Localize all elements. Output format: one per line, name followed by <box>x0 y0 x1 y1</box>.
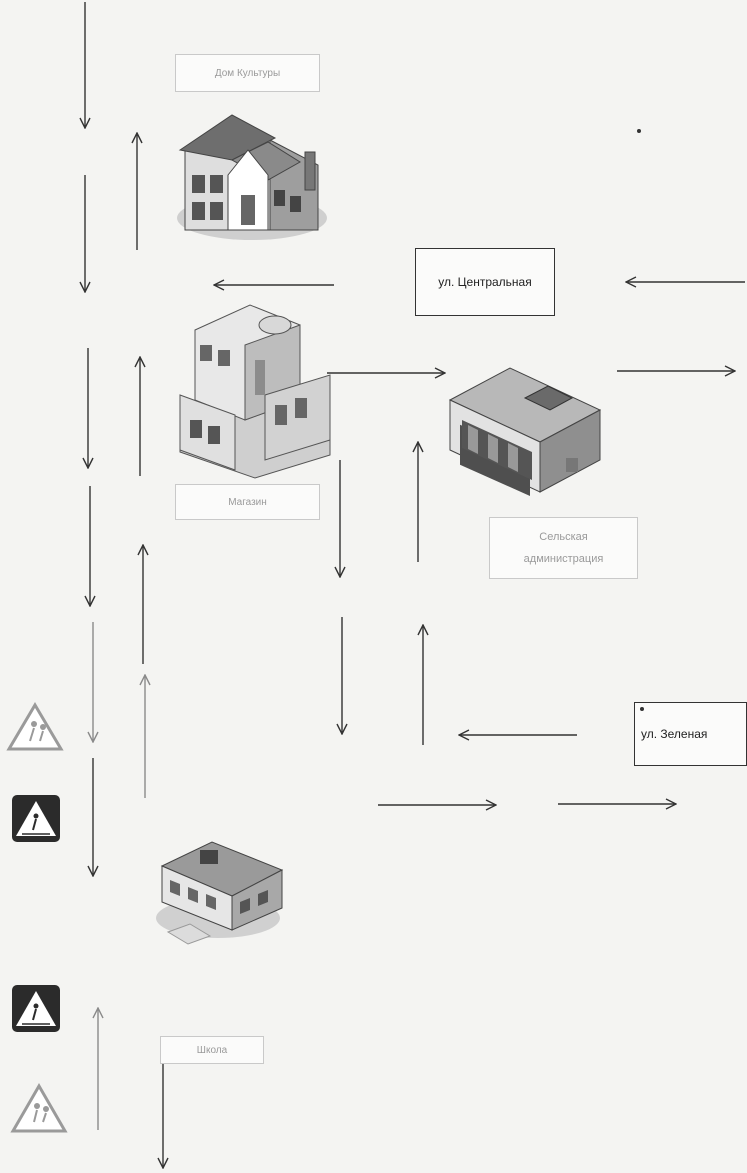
administration-label: Сельская администрация <box>489 517 638 579</box>
administration-label-line-2: администрация <box>523 553 604 565</box>
children-crossing-sign-icon <box>6 702 64 751</box>
school-label: Школа <box>160 1036 264 1064</box>
culture-house-label: Дом Культуры <box>175 54 320 92</box>
culture-house-building-icon <box>177 114 327 240</box>
marker-dot <box>640 707 644 711</box>
school-building-icon <box>156 841 284 945</box>
children-crossing-sign-icon <box>10 1083 68 1133</box>
shop-building-icon <box>179 304 331 479</box>
central-street-label: ул. Центральная <box>415 248 555 316</box>
marker-dot <box>637 129 641 133</box>
administration-label-line-1: Сельская <box>539 531 588 543</box>
pedestrian-crossing-sign-icon <box>12 985 60 1032</box>
green-street-label: ул. Зеленая <box>634 702 747 766</box>
administration-building-icon <box>448 367 602 496</box>
pedestrian-crossing-sign-icon <box>12 795 60 842</box>
shop-label: Магазин <box>175 484 320 520</box>
